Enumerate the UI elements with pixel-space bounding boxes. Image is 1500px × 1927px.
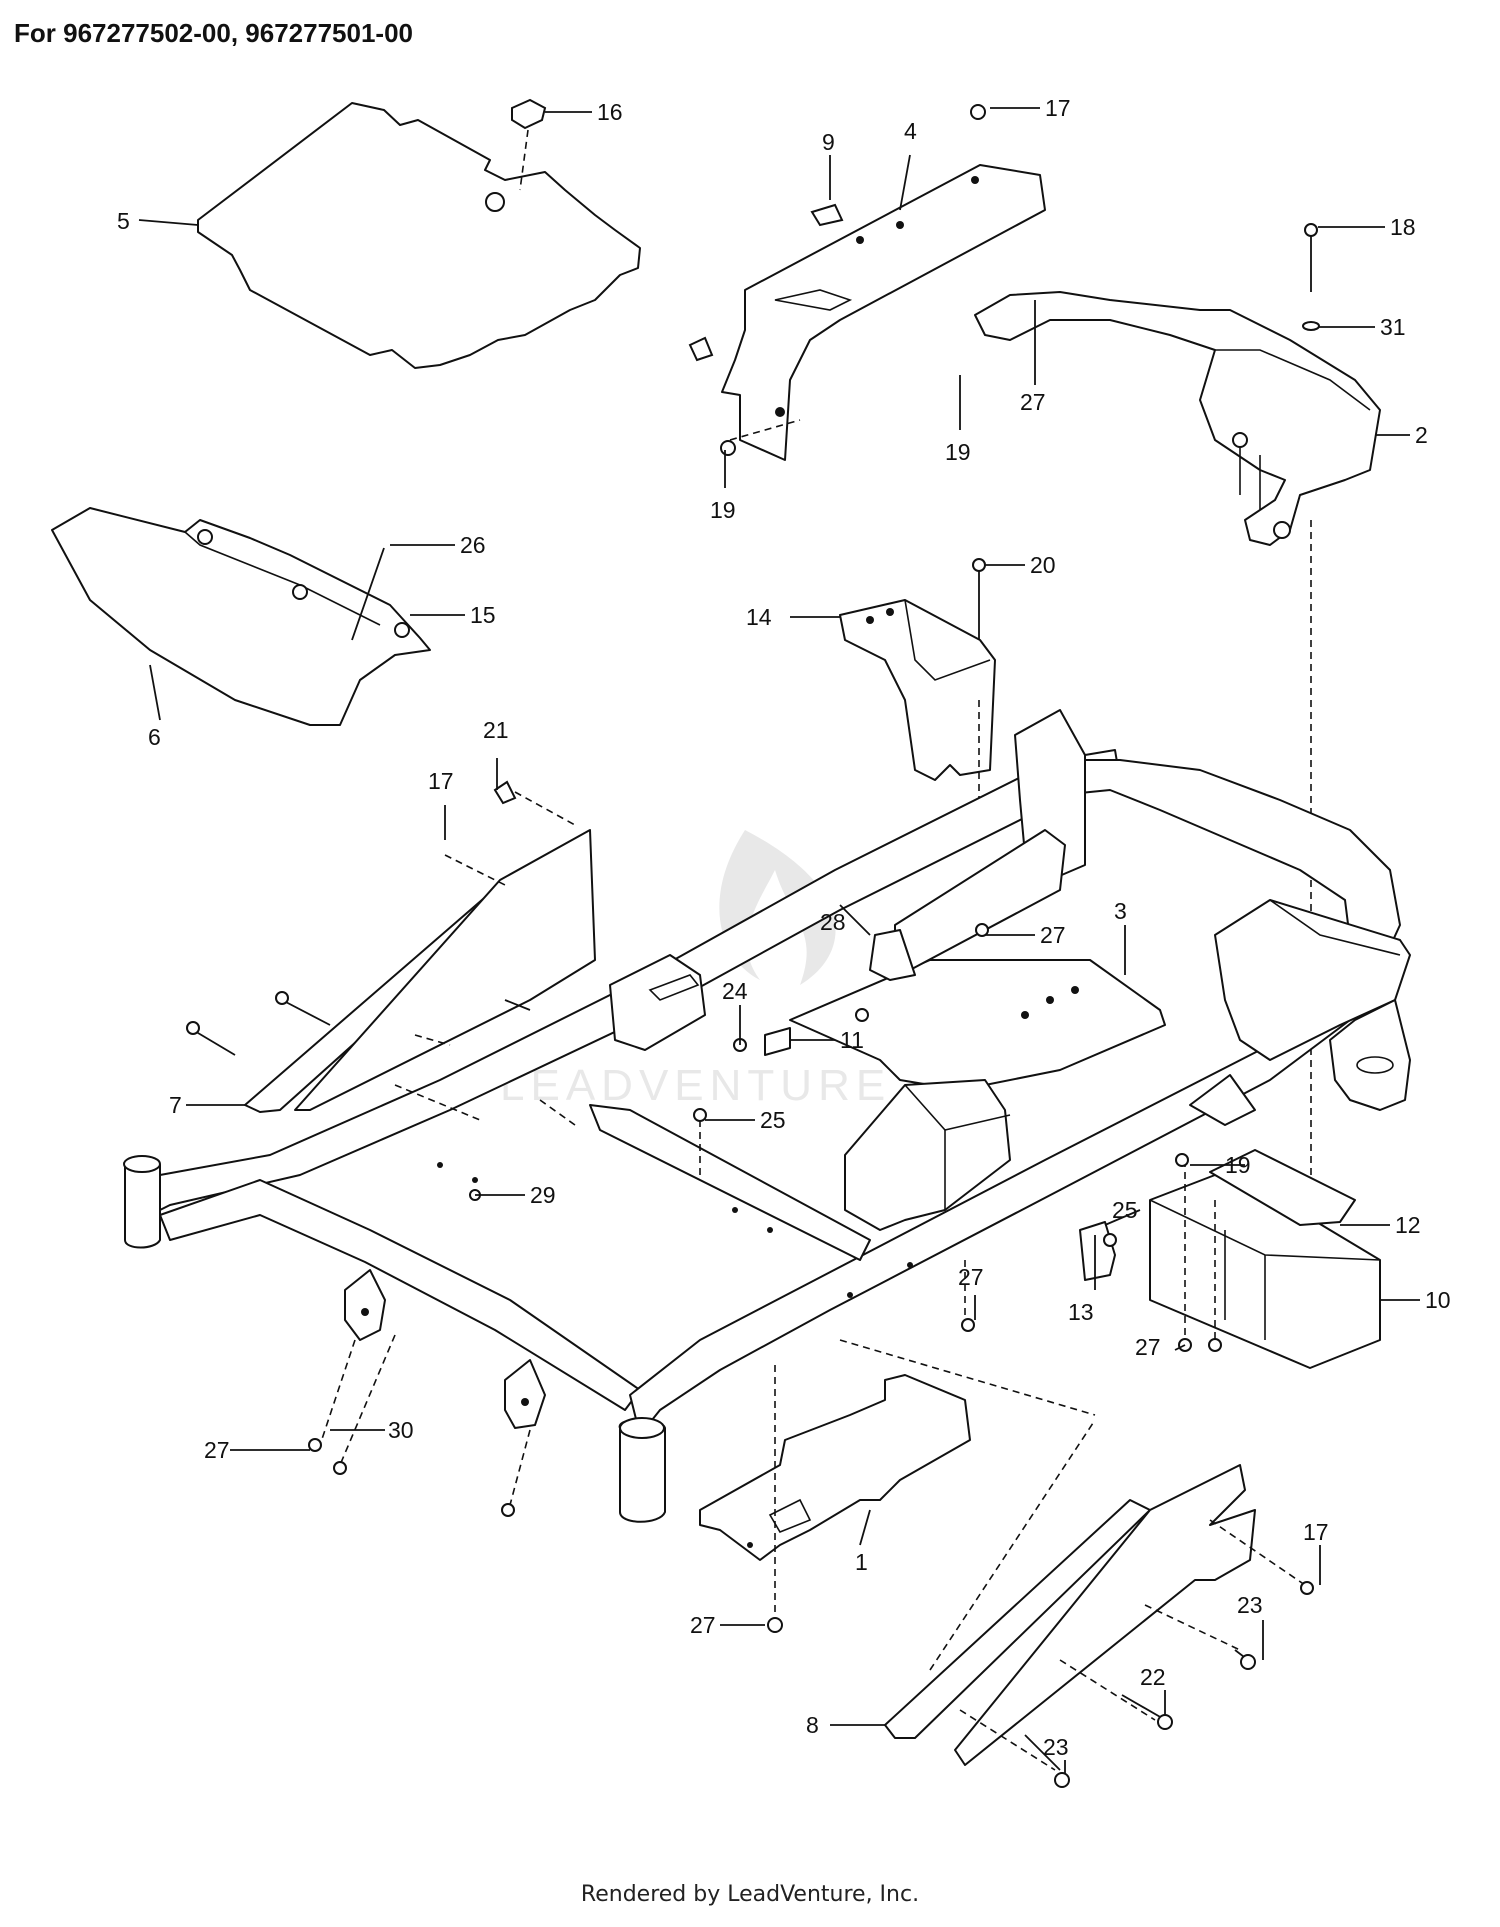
callout-8: 8 <box>806 1712 819 1738</box>
part-14-bracket <box>839 599 996 781</box>
callout-17b: 17 <box>428 768 454 794</box>
callout-12: 12 <box>1395 1212 1421 1238</box>
callout-1: 1 <box>855 1549 868 1575</box>
callout-3: 3 <box>1114 898 1127 924</box>
callout-27f: 27 <box>690 1612 716 1638</box>
callout-30: 30 <box>388 1417 414 1443</box>
callout-16: 16 <box>597 99 623 125</box>
callout-4: 4 <box>904 118 917 144</box>
part-4-console <box>688 164 1046 461</box>
callout-23b: 23 <box>1043 1734 1069 1760</box>
part-2-rear-hood <box>974 291 1381 546</box>
part-8-right-side-plate <box>884 1419 1314 1771</box>
callout-19c: 19 <box>1225 1152 1251 1178</box>
part-5-floor-plate <box>197 102 641 369</box>
callout-10: 10 <box>1425 1287 1451 1313</box>
part-16-knob <box>511 98 547 191</box>
callout-5: 5 <box>117 208 130 234</box>
part-6-tank-cover <box>51 507 431 726</box>
callout-15: 15 <box>470 602 496 628</box>
callout-27e: 27 <box>204 1437 230 1463</box>
callout-31: 31 <box>1380 314 1406 340</box>
callout-2: 2 <box>1415 422 1428 448</box>
part-3-main-frame <box>123 709 1411 1523</box>
part-13-bracket <box>1079 1221 1117 1281</box>
callout-labels: 16 5 9 4 17 18 31 2 27 19 19 26 15 6 20 … <box>117 95 1451 1760</box>
part-18-bolt <box>1302 223 1320 1240</box>
callout-22: 22 <box>1140 1664 1166 1690</box>
leader-lines <box>138 104 1420 1788</box>
watermark-text: LEADVENTURE <box>500 1061 891 1110</box>
callout-6: 6 <box>148 724 161 750</box>
watermark-logo: LEADVENTURE <box>500 830 891 1110</box>
part-11-bracket <box>764 1027 791 1056</box>
callout-27a: 27 <box>1020 389 1046 415</box>
callout-27b: 27 <box>1040 922 1066 948</box>
callout-11: 11 <box>840 1027 864 1053</box>
part-1-lower-plate <box>699 1365 971 1633</box>
callout-19b: 19 <box>710 497 736 523</box>
hardware-links <box>308 923 1222 1517</box>
callout-7: 7 <box>169 1092 182 1118</box>
callout-25a: 25 <box>760 1107 786 1133</box>
callout-9: 9 <box>822 129 835 155</box>
callout-26: 26 <box>460 532 486 558</box>
page-title: For 967277502-00, 967277501-00 <box>14 18 413 48</box>
footer-credit: Rendered by LeadVenture, Inc. <box>580 1882 920 1907</box>
callout-14: 14 <box>746 604 772 630</box>
callout-20: 20 <box>1030 552 1056 578</box>
callout-13: 13 <box>1068 1299 1094 1325</box>
callout-27c: 27 <box>958 1264 984 1290</box>
part-12-plate <box>1209 1149 1356 1226</box>
callout-19a: 19 <box>945 439 971 465</box>
part-7-left-side-plate <box>186 780 596 1113</box>
callout-24: 24 <box>722 978 748 1004</box>
callout-21: 21 <box>483 717 509 743</box>
callout-27d: 27 <box>1135 1334 1161 1360</box>
callout-17a: 17 <box>1045 95 1071 121</box>
callout-23a: 23 <box>1237 1592 1263 1618</box>
callout-18: 18 <box>1390 214 1416 240</box>
callout-28: 28 <box>820 909 846 935</box>
callout-25b: 25 <box>1112 1197 1138 1223</box>
callout-29: 29 <box>530 1182 556 1208</box>
callout-17c: 17 <box>1303 1519 1329 1545</box>
